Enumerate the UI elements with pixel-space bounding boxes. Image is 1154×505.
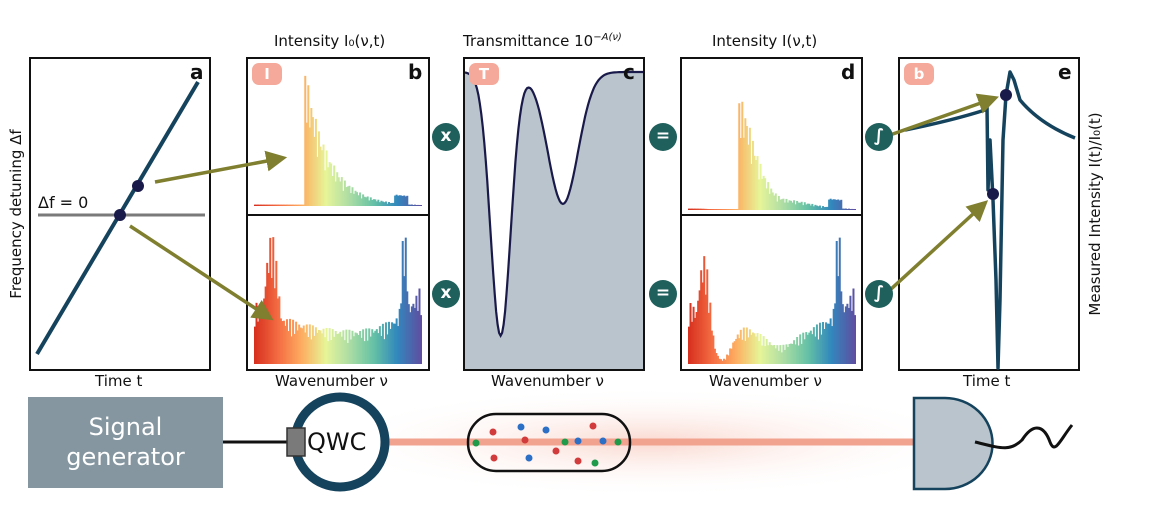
mapping-arrows [129, 93, 999, 321]
panel-a [29, 57, 211, 371]
integral-icon: ∫ [865, 280, 893, 308]
arrow-icon [129, 224, 274, 321]
title-c: Transmittance 10−A(ν) [463, 32, 622, 50]
spectrum-d-upper [688, 101, 856, 210]
panel-d-lower-frame [680, 214, 863, 371]
panel-letter-e: e [1058, 60, 1072, 84]
axis-c-x: Wavenumber ν [491, 372, 604, 390]
panel-c-frame [463, 57, 645, 371]
axis-e-y: Measured Intensity I(t)/I₀(t) [1086, 112, 1104, 316]
arrow-icon [888, 200, 989, 292]
spectrum-b-lower [254, 237, 422, 364]
panel-e [898, 57, 1080, 371]
gas-cell [466, 412, 632, 473]
badge-b: I [252, 63, 282, 85]
point-e-upper [1000, 89, 1012, 101]
spectrum-b-upper [254, 75, 422, 206]
signal-generator-label: Signal generator [28, 412, 223, 472]
delta-f-zero-label: Δf = 0 [38, 193, 89, 212]
signal-generator-line1: Signal [88, 413, 163, 441]
badge-c: T [469, 63, 499, 85]
arrow-icon [889, 93, 999, 137]
title-d: Intensity I(ν,t) [712, 32, 818, 50]
spectrum-d-lower [688, 237, 856, 364]
panel-letter-c: c [623, 60, 635, 84]
title-c-sup: −A(ν) [593, 32, 622, 43]
point-zero [114, 209, 126, 221]
axis-d-x: Wavenumber ν [709, 372, 822, 390]
transmittance-fill [465, 72, 643, 369]
equals-icon: = [649, 280, 677, 308]
experimental-setup [28, 387, 1074, 497]
point-e-lower [987, 188, 999, 200]
panel-c [463, 57, 645, 371]
panel-a-frame [29, 57, 211, 371]
signal-generator-line2: generator [66, 443, 185, 471]
panel-letter-a: a [190, 60, 204, 84]
arrow-icon [154, 150, 288, 184]
panel-d [680, 57, 863, 371]
signal-generator-box [28, 397, 223, 488]
transmittance-curve [464, 70, 643, 339]
multiply-icon: x [432, 280, 460, 308]
equals-icon: = [649, 123, 677, 151]
qwc-coupler [286, 427, 306, 457]
integral-icon: ∫ [865, 123, 893, 151]
panel-letter-d: d [841, 60, 856, 84]
panel-b [246, 57, 430, 371]
panel-letter-b: b [408, 60, 423, 84]
axis-e-x: Time t [963, 372, 1011, 390]
panel-b-lower-frame [246, 214, 430, 371]
axis-a-x: Time t [95, 372, 143, 390]
badge-e: b [904, 63, 934, 85]
multiply-icon: x [432, 123, 460, 151]
title-b: Intensity I₀(ν,t) [274, 32, 386, 50]
measured-signal [904, 70, 1076, 370]
panel-e-frame [898, 57, 1080, 371]
point-upper [132, 180, 144, 192]
axis-b-x: Wavenumber ν [275, 372, 388, 390]
qwc-label: QWC [307, 428, 367, 456]
molecules [472, 422, 622, 467]
axis-a-y: Frequency detuning Δf [7, 129, 25, 299]
title-c-main: Transmittance 10 [463, 32, 594, 50]
detector-cable [974, 424, 1074, 450]
